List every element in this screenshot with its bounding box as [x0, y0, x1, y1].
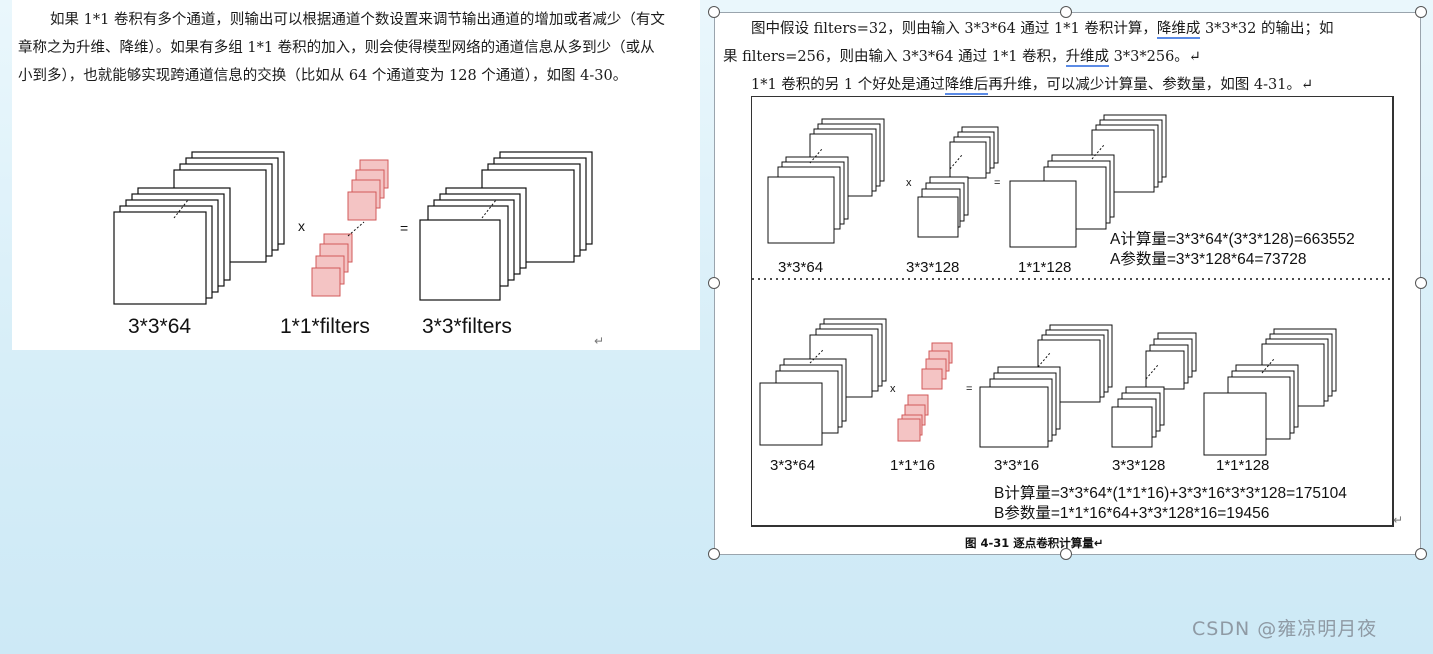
csdn-watermark: CSDN @雍凉明月夜: [1192, 618, 1378, 640]
resize-handle-bottom-left[interactable]: [708, 548, 720, 560]
resize-handle-bottom-center[interactable]: [1060, 548, 1072, 560]
left-paragraph: 如果 1*1 卷积有多个通道，则输出可以根据通道个数设置来调节输出通道的增加或者…: [18, 12, 665, 84]
return-mark: ↵: [594, 334, 605, 348]
top-label-3x3x128: 3*3*128: [906, 259, 960, 276]
bottom-label-input: 3*3*64: [770, 457, 816, 474]
label-output-3x3-filters: 3*3*filters: [422, 315, 512, 338]
left-document-page: 如果 1*1 卷积有多个通道，则输出可以根据通道个数设置来调节输出通道的增加或者…: [12, 0, 700, 350]
resize-handle-top-center[interactable]: [1060, 6, 1072, 18]
right-text-line-2: 果 filters=256，则由输入 3*3*64 通过 1*1 卷积，升维成 …: [723, 49, 1201, 67]
label-input-3x3x64: 3*3*64: [128, 315, 192, 338]
resize-handle-bottom-right[interactable]: [1415, 548, 1427, 560]
resize-handle-middle-right[interactable]: [1415, 277, 1427, 289]
calc-a-params: A参数量=3*3*128*64=73728: [1110, 251, 1307, 268]
figure-4-31-drawing: [752, 114, 1392, 456]
resize-handle-top-right[interactable]: [1415, 6, 1427, 18]
figure-4-30: [113, 151, 593, 305]
figure-return-mark: ↵: [1393, 513, 1404, 527]
selected-document-frame[interactable]: 图中假设 filters=32，则由输入 3*3*64 通过 1*1 卷积计算，…: [714, 12, 1421, 555]
top-label-input: 3*3*64: [778, 259, 824, 276]
right-text-line-1: 图中假设 filters=32，则由输入 3*3*64 通过 1*1 卷积计算，…: [751, 21, 1334, 39]
figure-4-31-caption: 图 4-31 逐点卷积计算量↵: [965, 536, 1104, 550]
calc-b-compute: B计算量=3*3*64*(1*1*16)+3*3*16*3*3*128=1751…: [994, 485, 1347, 502]
equals-sign: =: [400, 220, 409, 236]
resize-handle-top-left[interactable]: [708, 6, 720, 18]
bottom-label-3x3x128: 3*3*128: [1112, 457, 1166, 474]
calc-a-compute: A计算量=3*3*64*(3*3*128)=663552: [1110, 231, 1355, 248]
figure-4-31: x = 3*3*64 3*3*128 1*1*128 A计算量=3*3*64*(…: [751, 96, 1394, 527]
bottom-label-1x1x16: 1*1*16: [890, 457, 936, 474]
calc-b-params: B参数量=1*1*16*64+3*3*128*16=19456: [994, 505, 1270, 522]
bottom-label-1x1x128: 1*1*128: [1216, 457, 1270, 474]
bottom-equals-sign: =: [966, 383, 973, 395]
bottom-times-sign: x: [890, 383, 896, 395]
times-sign: x: [298, 218, 305, 234]
right-text-line-3: 1*1 卷积的另 1 个好处是通过降维后再升维，可以减少计算量、参数量，如图 4…: [751, 77, 1314, 95]
top-label-1x1x128: 1*1*128: [1018, 259, 1072, 276]
bottom-label-3x3x16: 3*3*16: [994, 457, 1040, 474]
resize-handle-middle-left[interactable]: [708, 277, 720, 289]
label-1x1-filters: 1*1*filters: [280, 315, 370, 338]
top-times-sign: x: [906, 177, 912, 189]
top-equals-sign: =: [994, 177, 1001, 189]
